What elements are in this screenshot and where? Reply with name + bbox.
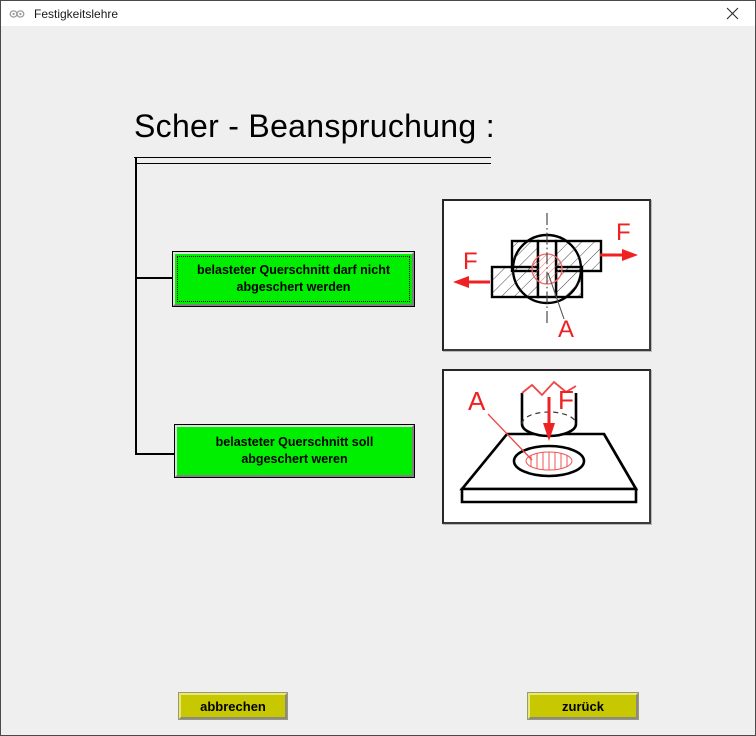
option-button-no-shear-label: belasteter Querschnitt darf nicht abgesc… bbox=[191, 262, 396, 296]
page-title: Scher - Beanspruchung : bbox=[134, 108, 495, 144]
title-bar: Festigkeitslehre bbox=[1, 1, 755, 27]
bracket-vertical-line bbox=[135, 158, 137, 455]
area-leader-line bbox=[487, 413, 533, 461]
area-label: A bbox=[468, 386, 486, 416]
riveted-lap-joint-drawing: F F A bbox=[453, 213, 638, 343]
option-button-no-shear[interactable]: belasteter Querschnitt darf nicht abgesc… bbox=[172, 251, 415, 307]
bracket-branch-to-option-1 bbox=[135, 277, 173, 279]
force-label-right: F bbox=[616, 219, 631, 246]
close-button[interactable] bbox=[709, 1, 755, 26]
punching-shear-drawing: F A bbox=[459, 380, 639, 504]
diagram-riveted-lap-joint: F F A bbox=[442, 199, 651, 351]
option-line-2: abgeschert weren bbox=[241, 452, 348, 466]
area-label: A bbox=[558, 316, 574, 343]
force-arrow-down bbox=[543, 397, 555, 441]
plate-hole bbox=[512, 444, 586, 478]
title-rule-upper bbox=[134, 157, 491, 158]
force-label: F bbox=[558, 385, 574, 415]
force-label-left: F bbox=[463, 248, 478, 275]
option-button-shear[interactable]: belasteter Querschnitt soll abgeschert w… bbox=[174, 424, 415, 478]
window-title: Festigkeitslehre bbox=[34, 6, 119, 21]
cancel-button-label: abbrechen bbox=[200, 698, 266, 714]
back-button[interactable]: zurück bbox=[527, 692, 639, 720]
diagram-punching-shear: F A bbox=[442, 369, 651, 524]
option-button-shear-label: belasteter Querschnitt soll abgeschert w… bbox=[210, 434, 380, 468]
client-area: Scher - Beanspruchung : belasteter Quers… bbox=[1, 26, 755, 735]
back-button-label: zurück bbox=[562, 698, 604, 714]
force-arrow-right bbox=[600, 249, 638, 261]
cancel-button[interactable]: abbrechen bbox=[178, 692, 288, 720]
option-line-1: belasteter Querschnitt soll bbox=[215, 435, 374, 449]
option-line-1: belasteter Querschnitt darf nicht bbox=[196, 263, 391, 277]
binoculars-icon bbox=[9, 9, 25, 18]
bracket-branch-to-option-2 bbox=[135, 453, 175, 455]
force-arrow-left bbox=[453, 276, 490, 288]
option-line-2: abgeschert werden bbox=[236, 280, 351, 294]
area-leader-line bbox=[547, 272, 565, 320]
close-icon bbox=[726, 7, 738, 20]
title-rule-lower bbox=[137, 163, 491, 164]
